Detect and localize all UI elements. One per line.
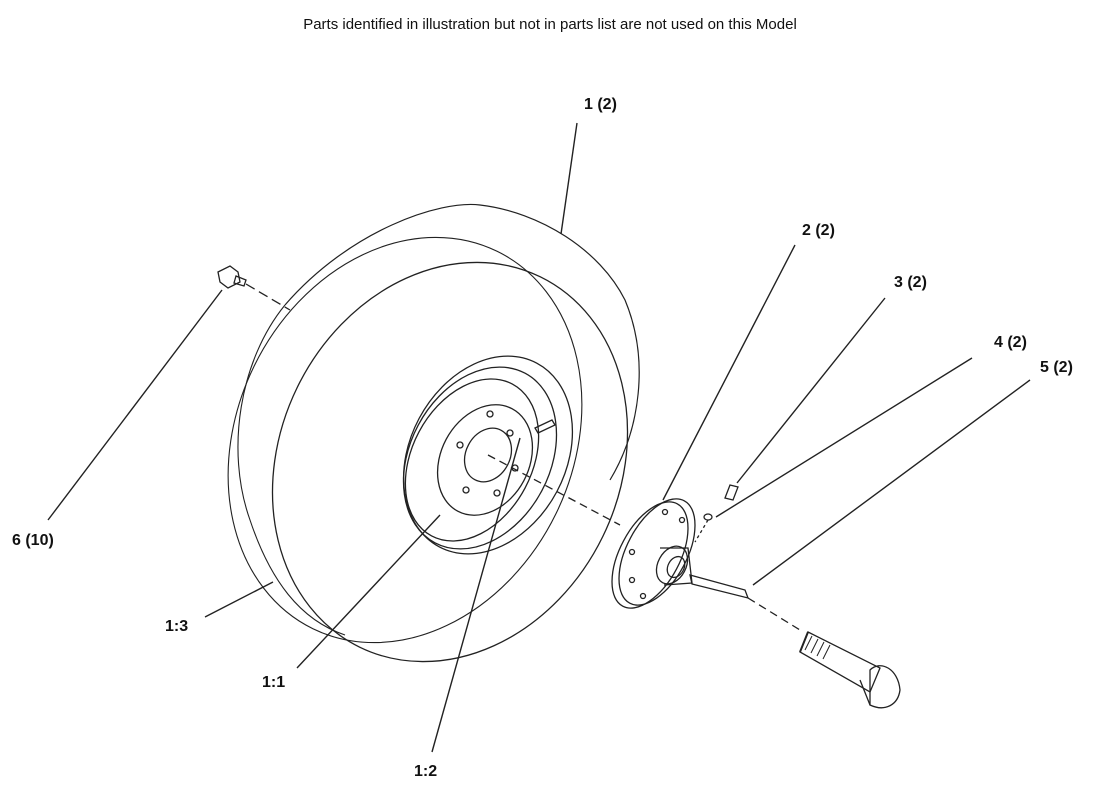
callout-lug-bolt: 6 (10) — [12, 532, 54, 549]
callout-washer: 4 (2) — [994, 334, 1027, 351]
leader-key — [752, 379, 1031, 586]
tire-illustration — [227, 203, 640, 663]
leader-screw — [736, 297, 886, 484]
leader-hub — [662, 244, 796, 501]
leader-valve-stem — [431, 437, 521, 753]
callout-rim: 1:1 — [262, 674, 286, 691]
callout-screw: 3 (2) — [894, 274, 927, 291]
callout-key: 5 (2) — [1040, 359, 1073, 376]
key-illustration — [689, 574, 801, 631]
leader-lines — [47, 122, 1031, 753]
hub-illustration — [611, 498, 696, 609]
leader-wheel-assembly — [560, 122, 578, 235]
diagram-note: Parts identified in illustration but not… — [303, 16, 797, 33]
leader-tire — [204, 581, 274, 618]
callout-valve-stem: 1:2 — [414, 763, 438, 780]
axle-bolt-illustration — [799, 631, 901, 709]
leader-washer — [715, 357, 973, 518]
callout-hub: 2 (2) — [802, 222, 835, 239]
lug-bolt-illustration — [217, 265, 291, 311]
callout-tire: 1:3 — [165, 618, 189, 635]
leader-lug-bolt — [47, 289, 223, 521]
screw-washer-illustration — [694, 484, 739, 543]
leader-rim — [296, 514, 441, 669]
rim-illustration — [402, 355, 621, 555]
callout-wheel-assembly: 1 (2) — [584, 96, 617, 113]
